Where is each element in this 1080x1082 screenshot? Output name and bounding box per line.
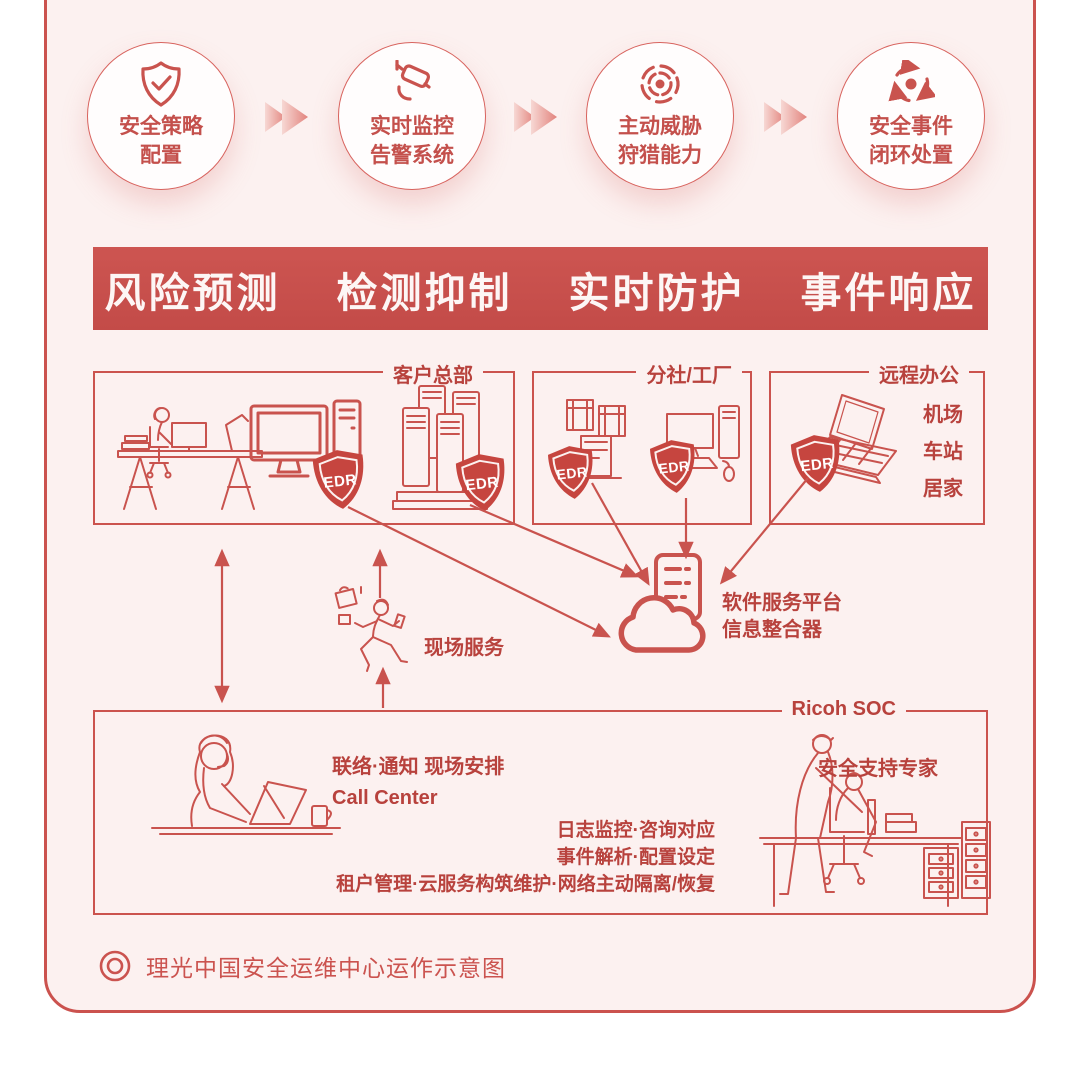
- edr-badge-label: EDR: [658, 457, 691, 476]
- chevron-right-icon: [764, 99, 807, 135]
- security-expert-label: 安全支持专家: [818, 758, 938, 780]
- edr-badge-label: EDR: [465, 474, 500, 494]
- step-label: 主动威胁狩猎能力: [618, 115, 702, 167]
- branch-factory-label: 分社/工厂: [636, 359, 742, 388]
- customer-hq-box: 客户总部: [93, 359, 515, 525]
- edr-badge-label: EDR: [323, 471, 358, 491]
- platform-text: 软件服务平台 信息整合器: [722, 592, 842, 641]
- capability-banner: 风险预测 检测抑制 实时防护 事件响应: [93, 247, 988, 330]
- edr-shield-badge: EDR: [790, 435, 840, 492]
- edr-shield-badge: EDR: [455, 454, 505, 511]
- shield-check-icon: [137, 61, 185, 108]
- caption: 理光中国安全运维中心运作示意图: [97, 948, 506, 984]
- chevron-right-icon: [514, 99, 557, 135]
- caption-bullet-icon: [99, 950, 131, 982]
- closed-loop-icon: [887, 60, 935, 108]
- banner-item: 事件响应: [800, 269, 977, 316]
- step-realtime-monitoring: 实时监控告警系统: [338, 42, 486, 190]
- security-experts-illustration: [759, 734, 991, 907]
- call-center-agent-illustration: [151, 734, 341, 835]
- branch-servers-edr-illustration: EDR: [547, 399, 626, 499]
- step-security-policy: 安全策略配置: [87, 42, 235, 190]
- step-label: 实时监控告警系统: [370, 115, 454, 167]
- edr-badge-label: EDR: [556, 463, 589, 482]
- branch-factory-box: 分社/工厂: [532, 359, 752, 525]
- ricoh-soc-box: Ricoh SOC: [93, 698, 988, 915]
- edr-shield-badge: EDR: [649, 440, 695, 493]
- banner-item: 实时防护: [568, 269, 745, 316]
- customer-hq-label: 客户总部: [383, 359, 483, 388]
- ricoh-soc-label: Ricoh SOC: [781, 698, 906, 721]
- soc-duties-text: 日志监控·咨询对应 事件解析·配置设定 租户管理·云服务构筑维护·网络主动隔离/…: [336, 820, 715, 895]
- call-center-text: 联络·通知 现场安排 Call Center: [332, 756, 505, 809]
- step-threat-hunting: 主动威胁狩猎能力: [586, 42, 734, 190]
- chevron-right-icon: [265, 99, 308, 135]
- running-engineer-illustration: [334, 586, 408, 672]
- step-label: 安全策略配置: [119, 115, 203, 167]
- edr-shield-badge: EDR: [312, 450, 364, 509]
- remote-locations: 机场 车站 居家: [923, 404, 963, 500]
- step-label: 安全事件闭环处置: [869, 115, 953, 167]
- threat-radar-icon: [636, 62, 684, 108]
- field-service-label: 现场服务: [424, 637, 504, 659]
- banner-item: 风险预测: [104, 269, 281, 316]
- remote-office-box: 远程办公 机场 车站 居家: [769, 359, 985, 525]
- edr-badge-label: EDR: [800, 455, 835, 475]
- laptop-edr-illustration: EDR: [790, 394, 897, 492]
- cctv-camera-icon: [387, 60, 437, 108]
- worker-at-desk-illustration: [117, 407, 263, 510]
- desktop-edr-illustration: EDR: [249, 399, 364, 509]
- banner-item: 检测抑制: [336, 269, 513, 316]
- cloud-platform-illustration: [618, 553, 706, 653]
- step-incident-handling: 安全事件闭环处置: [837, 42, 985, 190]
- caption-text: 理光中国安全运维中心运作示意图: [146, 955, 506, 981]
- remote-office-label: 远程办公: [869, 359, 969, 388]
- edr-shield-badge: EDR: [547, 446, 593, 499]
- server-racks-edr-illustration: EDR: [392, 385, 505, 511]
- branch-desktop-edr-illustration: EDR: [649, 405, 740, 493]
